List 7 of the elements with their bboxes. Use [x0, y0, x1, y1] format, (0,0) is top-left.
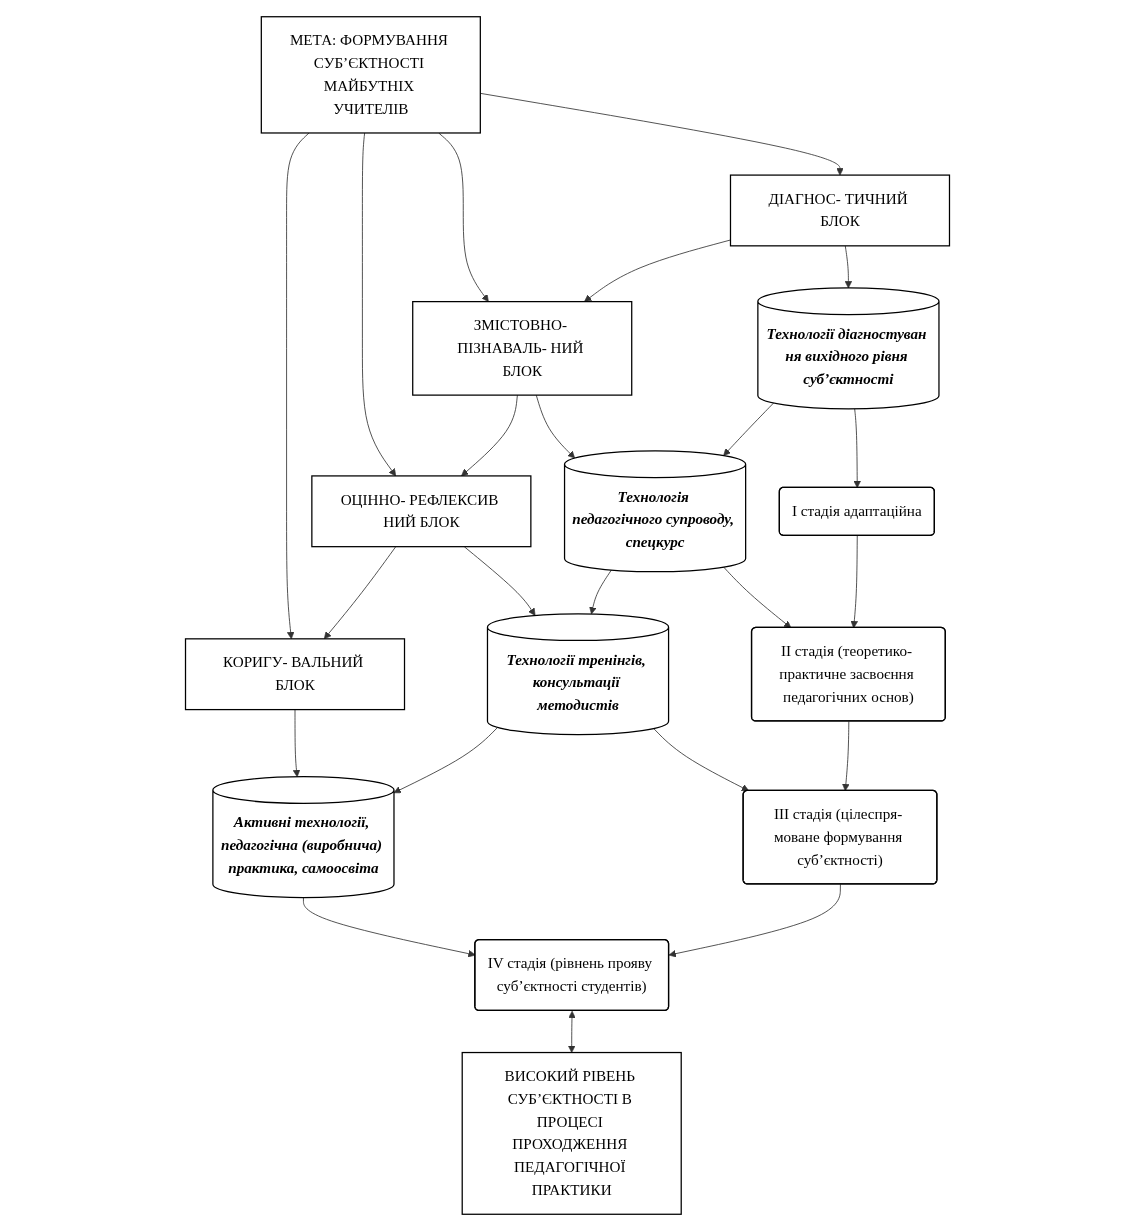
node-box: ОЦІННО- РЕФЛЕКСИВ НИЙ БЛОК: [311, 475, 532, 548]
node-box: ДІАГНОС- ТИЧНИЙ БЛОК: [729, 174, 951, 247]
node-box: ВИСОКИЙ РІВЕНЬ СУБ’ЄКТНОСТІ В ПРОЦЕСІ ПРОХОДЖЕННЯ ПЕДАГОГІЧНОЇ ПРАКТИКИ: [461, 1051, 682, 1215]
node-box: МЕТА: ФОРМУВАННЯ СУБ’ЄКТНОСТІ МАЙБУТНІХ УЧИТЕЛІВ: [260, 16, 481, 134]
node-box: ЗМІСТОВНО- ПІЗНАВАЛЬ- НИЙ БЛОК: [412, 301, 633, 396]
node-box: КОРИГУ- ВАЛЬНИЙ БЛОК: [184, 638, 406, 711]
arrow: [568, 1010, 576, 1053]
